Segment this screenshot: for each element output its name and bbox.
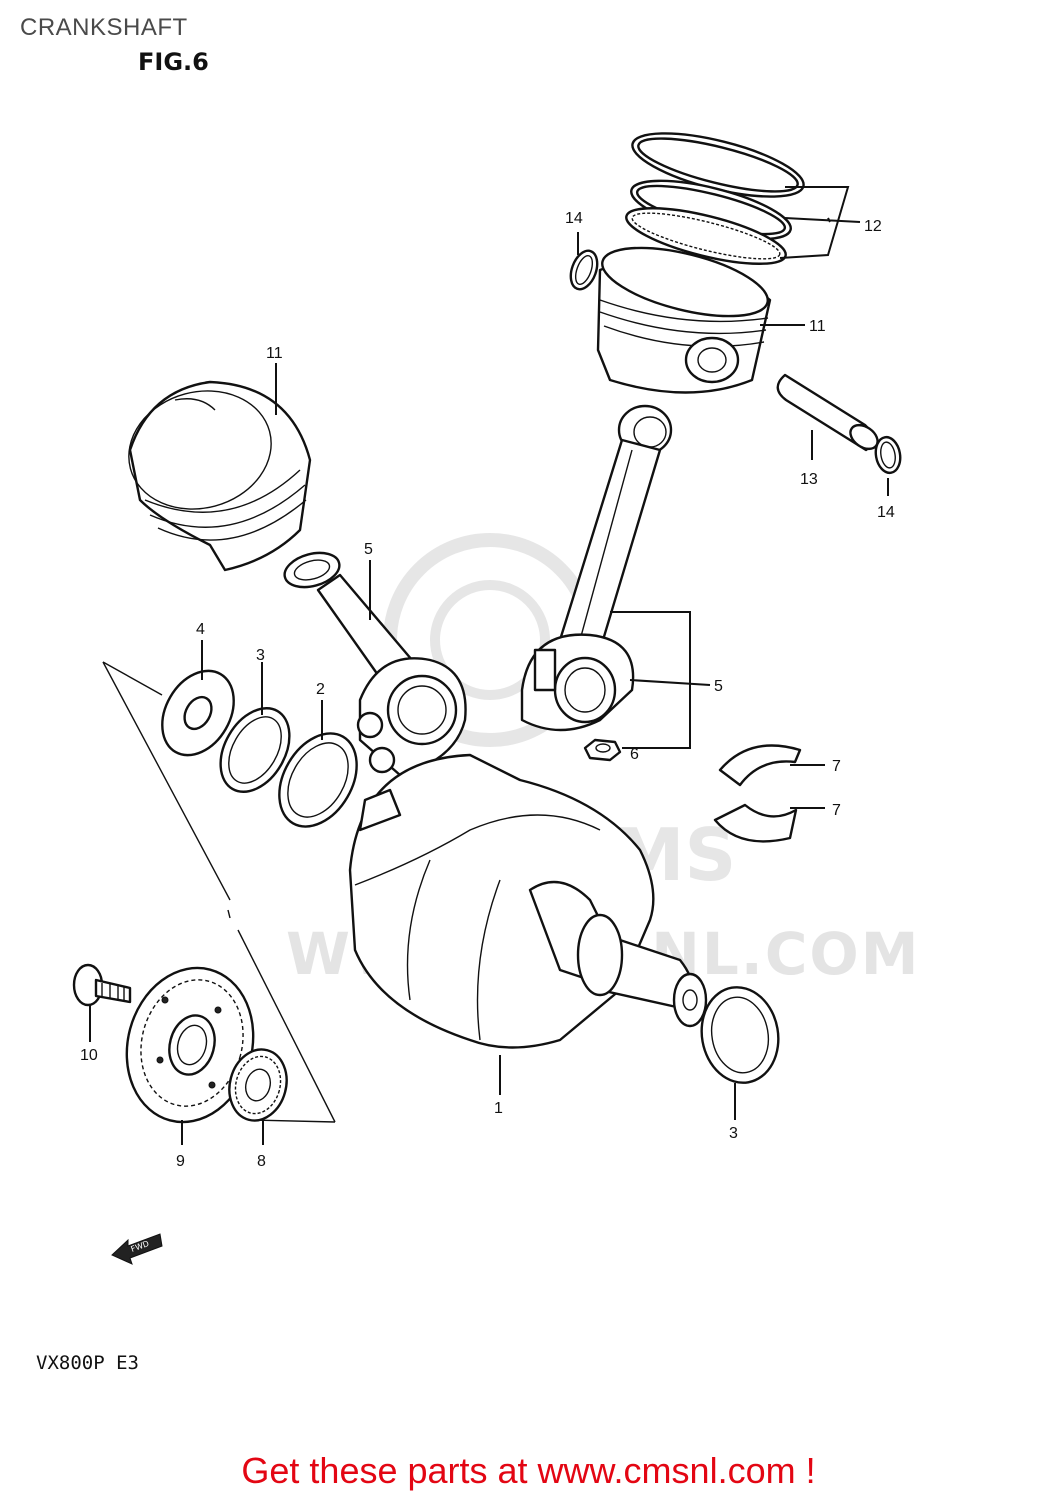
thrust-washer — [161, 669, 235, 757]
circlip-upper — [569, 249, 599, 291]
callout-13: 13 — [800, 471, 818, 488]
callout-2: 2 — [316, 681, 325, 698]
promo-link[interactable]: Get these parts at www.cmsnl.com ! — [241, 1450, 816, 1491]
callout-8: 8 — [257, 1153, 266, 1170]
callout-11a: 11 — [809, 318, 826, 335]
main-bearing-left — [219, 707, 291, 793]
nut — [583, 738, 622, 762]
forward-arrow-icon: FWD — [111, 1233, 163, 1265]
bolt — [72, 963, 132, 1007]
callout-12: 12 — [864, 218, 882, 235]
piston-right — [596, 246, 772, 394]
connecting-rod-right — [520, 404, 673, 732]
callout-1: 1 — [494, 1100, 503, 1117]
cam-drive-gear — [228, 1048, 288, 1122]
piston-left — [128, 380, 312, 572]
connecting-rod-left — [283, 551, 467, 777]
main-bearing-right — [700, 986, 780, 1084]
callout-5b: 5 — [714, 678, 723, 695]
leader-lines — [89, 186, 889, 1145]
guide-lines — [102, 661, 336, 1123]
callout-5a: 5 — [364, 541, 373, 558]
page-title: CRANKSHAFT — [20, 14, 188, 41]
bearing-lower — [713, 803, 798, 843]
crankshaft — [348, 753, 708, 1049]
piston-rings — [625, 132, 805, 265]
callout-7b: 7 — [832, 802, 841, 819]
callout-10: 10 — [80, 1047, 98, 1064]
callout-3a: 3 — [256, 647, 265, 664]
bearing-upper — [718, 744, 802, 787]
circlip-lower — [874, 435, 902, 475]
piston-pin — [776, 373, 879, 452]
callout-14b: 14 — [877, 504, 895, 521]
callout-3b: 3 — [729, 1125, 738, 1142]
callout-7a: 7 — [832, 758, 841, 775]
figure-label: FIG.6 — [138, 48, 209, 76]
primary-drive-gear — [125, 966, 255, 1124]
callout-11b: 11 — [266, 345, 283, 362]
callout-6: 6 — [630, 746, 639, 763]
callout-4: 4 — [196, 621, 205, 638]
thrust-bearing — [278, 732, 358, 828]
model-code: VX800P E3 — [36, 1352, 139, 1374]
callout-14a: 14 — [565, 210, 583, 227]
callout-9: 9 — [176, 1153, 185, 1170]
callouts: 14 12 11 11 13 14 5 5 4 3 2 6 7 7 1 3 10… — [80, 210, 895, 1170]
